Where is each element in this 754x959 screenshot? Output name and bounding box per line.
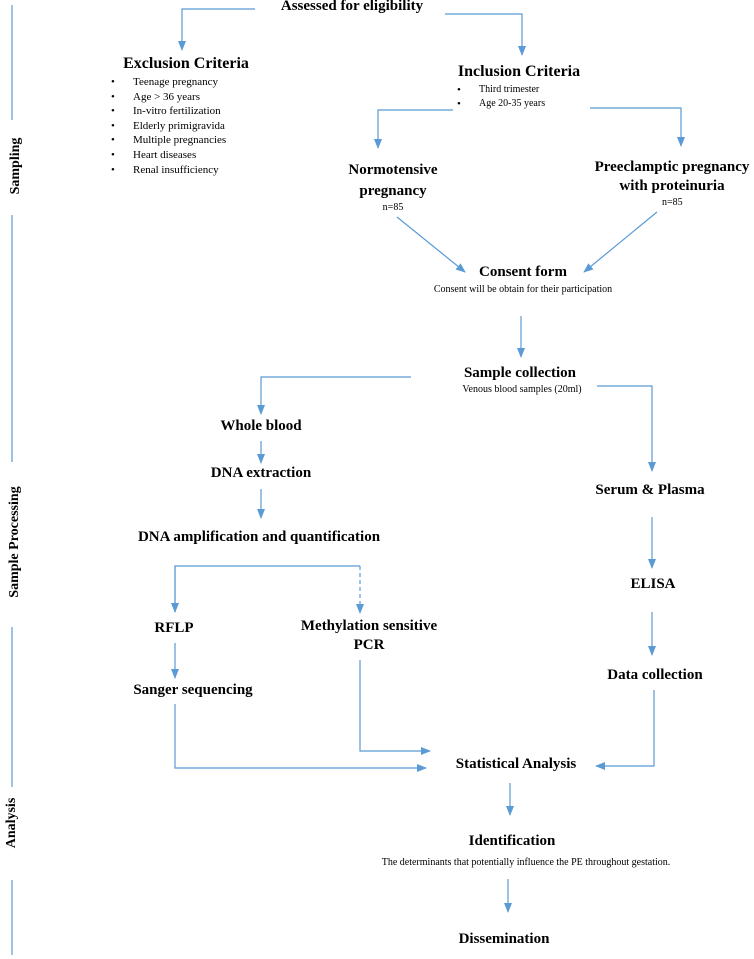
exclusion-item: In-vitro fertilization xyxy=(109,104,226,119)
exclusion-item: Teenage pregnancy xyxy=(109,75,226,90)
identification-subtitle: The determinants that potentially influe… xyxy=(381,857,671,868)
arrow-data-stat xyxy=(595,690,655,770)
methylation-line2: PCR xyxy=(353,637,385,653)
identification-title: Identification xyxy=(468,833,556,849)
inclusion-item: Third trimester xyxy=(455,83,545,97)
dna-extraction-node: DNA extraction xyxy=(210,465,312,481)
data-collection-node: Data collection xyxy=(607,667,703,683)
arrow-methylation-stat xyxy=(359,660,431,755)
elisa-node: ELISA xyxy=(630,576,676,592)
sanger-node: Sanger sequencing xyxy=(133,682,253,698)
dna-amplification-node: DNA amplification and quantification xyxy=(137,529,381,545)
arrow-assessed-inclusion xyxy=(445,13,526,56)
arrow-sanger-stat xyxy=(174,704,427,772)
rflp-node: RFLP xyxy=(154,620,194,636)
exclusion-item: Multiple pregnancies xyxy=(109,133,226,148)
statistical-analysis-node: Statistical Analysis xyxy=(455,756,577,772)
serum-plasma-node: Serum & Plasma xyxy=(595,482,705,498)
phase-label-sampling: Sampling xyxy=(8,137,23,195)
arrow-preeclamptic-consent xyxy=(583,211,658,273)
consent-subtitle: Consent will be obtain for their partici… xyxy=(433,284,613,295)
whole-blood-node: Whole blood xyxy=(220,418,302,434)
preeclamptic-line1: Preeclamptic pregnancy xyxy=(594,159,750,175)
arrow-assessed-exclusion xyxy=(178,8,255,51)
dissemination-node: Dissemination xyxy=(458,931,550,947)
phase-label-sample-processing: Sample Processing xyxy=(7,486,22,598)
exclusion-title: Exclusion Criteria xyxy=(123,55,249,72)
inclusion-title: Inclusion Criteria xyxy=(457,63,581,80)
exclusion-item: Heart diseases xyxy=(109,148,226,163)
exclusion-list: Teenage pregnancy Age > 36 years In-vitr… xyxy=(109,75,226,177)
arrow-sample-serum xyxy=(597,385,656,472)
preeclamptic-count: n=85 xyxy=(662,197,683,208)
normotensive-count: n=85 xyxy=(382,202,404,213)
exclusion-item: Renal insufficiency xyxy=(109,163,226,178)
sample-title: Sample collection xyxy=(463,365,577,381)
phase-label-analysis: Analysis xyxy=(4,797,19,849)
methylation-line1: Methylation sensitive xyxy=(300,618,438,634)
exclusion-item: Elderly primigravida xyxy=(109,119,226,134)
preeclamptic-line2: with proteinuria xyxy=(619,178,725,194)
arrow-dnaamp-rflp xyxy=(174,565,360,612)
arrow-sample-wholeblood xyxy=(257,376,411,415)
normotensive-line1: Normotensive xyxy=(348,162,438,178)
sample-subtitle: Venous blood samples (20ml) xyxy=(462,384,582,395)
arrow-inclusion-normotensive xyxy=(374,109,453,149)
arrow-inclusion-preeclamptic xyxy=(590,107,685,147)
assessed-node: Assessed for eligibility xyxy=(280,0,424,14)
exclusion-item: Age > 36 years xyxy=(109,90,226,105)
inclusion-list: Third trimester Age 20-35 years xyxy=(455,83,545,111)
consent-title: Consent form xyxy=(479,264,567,280)
arrow-normotensive-consent xyxy=(396,216,466,273)
inclusion-item: Age 20-35 years xyxy=(455,97,545,111)
normotensive-line2: pregnancy xyxy=(359,183,427,199)
